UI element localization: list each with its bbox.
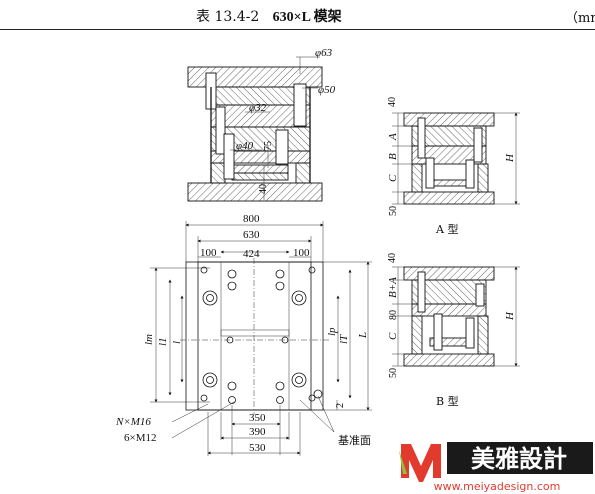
- b-dim-C: C: [387, 332, 399, 340]
- a-dim-40: 40: [387, 97, 398, 107]
- return-pin-left: [215, 106, 226, 155]
- table-title: 630×L 模架: [272, 10, 342, 25]
- type-a-label: A 型: [435, 222, 458, 236]
- b-dim-B-plus-A: B+A: [387, 277, 399, 298]
- dim-424: 424: [243, 248, 260, 260]
- table-number: 表 13.4-2: [196, 9, 260, 25]
- plan-view: 800 630 424 100 100: [115, 213, 372, 456]
- bottom-clamp-plate: [187, 182, 323, 202]
- a-dim-B: B: [387, 153, 399, 160]
- datum-label: 基准面: [338, 434, 371, 447]
- table-caption: 表 13.4-2 630×L 模架 （mm: [0, 4, 595, 26]
- return-pin-right: [275, 129, 289, 165]
- a-bottom-plate: [403, 191, 495, 205]
- dim-630: 630: [243, 229, 260, 241]
- a-top-plate: [403, 112, 495, 127]
- ejector-plate: [231, 172, 289, 181]
- guide-pin-right: [293, 83, 307, 127]
- a-dim-H: H: [504, 153, 516, 163]
- dim-350: 350: [249, 412, 266, 424]
- mold-plate-outline: [197, 261, 312, 411]
- ejector-guide-pin: [223, 133, 235, 180]
- a-dim-A: A: [387, 133, 399, 141]
- logo-brand-box: [447, 442, 593, 474]
- dim-lm: lm: [143, 334, 155, 345]
- a-dim-C: C: [387, 174, 399, 182]
- spacer-left: [210, 162, 226, 184]
- b-dim-50: 50: [388, 368, 399, 378]
- caption-title: 表 13.4-2 630×L 模架: [196, 6, 342, 26]
- meiya-design-logo: 美雅設計 www.meiyadesign.com: [397, 438, 595, 494]
- dim-2: 2: [335, 403, 346, 408]
- plan-holes: [200, 266, 323, 404]
- dim-100-right: 100: [293, 247, 310, 259]
- dim-phi40: φ40: [236, 140, 254, 152]
- dim-phi63: φ63: [315, 47, 333, 59]
- dim-lp: lp: [326, 327, 338, 336]
- dim-lT: lT: [338, 334, 350, 344]
- callout-6-m12: 6×M12: [124, 432, 156, 444]
- type-a-view: 40 A B C 50 H A 型: [387, 97, 520, 236]
- a-dim-50: 50: [388, 206, 399, 216]
- ejector-retainer: [231, 164, 289, 174]
- type-b-view: 40 B+A 80 C 50 H B 型: [387, 253, 520, 408]
- dim-530: 530: [249, 442, 266, 454]
- b-dim-80: 80: [388, 310, 399, 320]
- dim-phi50: φ50: [318, 84, 336, 96]
- top-section-view: φ63 φ50 φ32 φ40 75 40: [187, 47, 336, 202]
- b-dim-H: H: [504, 311, 516, 321]
- b-top-plate: [403, 266, 495, 281]
- dim-L: L: [357, 332, 369, 339]
- type-b-label: B 型: [436, 394, 459, 408]
- dim-l1: l1: [157, 337, 169, 346]
- dim-390: 390: [249, 426, 266, 438]
- logo-m-mark: [401, 444, 441, 482]
- dim-75: 75: [263, 141, 274, 151]
- b-bottom-plate: [403, 353, 495, 367]
- callout-n-m16: N×M16: [115, 416, 151, 428]
- dim-800: 800: [243, 213, 260, 225]
- unit-label: （mm: [565, 11, 595, 26]
- caption-rule: [0, 29, 595, 30]
- logo-brand-text: 美雅設計: [471, 445, 567, 473]
- dim-l: l: [171, 341, 183, 344]
- logo-url: www.meiyadesign.com: [434, 480, 561, 493]
- spacer-right: [295, 162, 311, 184]
- dim-phi32: φ32: [249, 102, 267, 114]
- b-dim-40: 40: [387, 253, 398, 263]
- dim-100-left: 100: [200, 247, 217, 259]
- dim-40-top: 40: [258, 184, 269, 194]
